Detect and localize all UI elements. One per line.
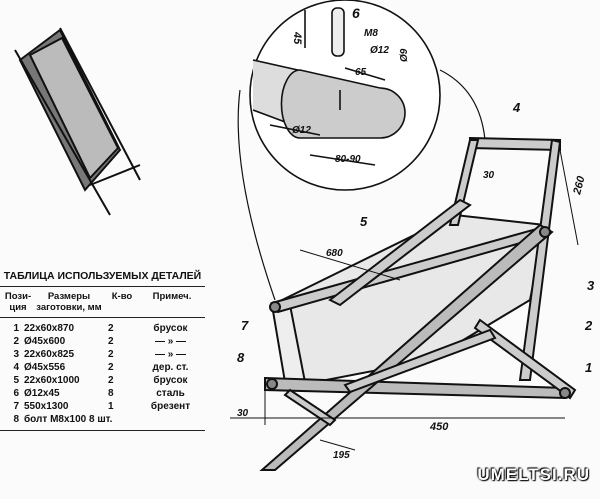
table-row: 4 Ø45x556 2 дер. ст. — [0, 361, 205, 374]
header-position: Пози-ция — [4, 291, 32, 313]
table-row: 8 болт М8х100 8 шт. — [0, 413, 205, 426]
cell-size: 22x60x1000 — [24, 375, 80, 386]
cell-pos: 3 — [13, 349, 19, 360]
dim-d12: Ø12 — [370, 45, 389, 56]
cell-qty: 2 — [108, 349, 114, 360]
cell-size: Ø45x556 — [24, 362, 66, 373]
dim-30-top: 30 — [483, 170, 495, 181]
dim-d9: Ø9 — [399, 48, 410, 62]
cell-qty: 1 — [108, 401, 114, 412]
label-m8: M8 — [364, 28, 378, 39]
label-8: 8 — [237, 350, 245, 365]
label-1: 1 — [585, 360, 592, 375]
table-title: ТАБЛИЦА ИСПОЛЬЗУЕМЫХ ДЕТАЛЕЙ — [3, 270, 202, 282]
dim-260: 260 — [571, 174, 588, 197]
cell-pos: 4 — [13, 362, 19, 373]
cell-pos: 7 — [13, 401, 19, 412]
cell-qty: 8 — [108, 388, 114, 399]
table-row: 6 Ø12x45 8 сталь — [0, 387, 205, 400]
label-7: 7 — [241, 318, 249, 333]
label-4: 4 — [512, 100, 521, 115]
dim-d12-hole: Ø12 — [292, 125, 311, 136]
cell-size: 550x1300 — [24, 401, 69, 412]
table-row: 7 550x1300 1 брезент — [0, 400, 205, 413]
table-row: 5 22x60x1000 2 брусок — [0, 374, 205, 387]
watermark: UMELTSI.RU — [477, 465, 590, 484]
header-note: Примеч. — [152, 291, 192, 302]
cell-pos: 5 — [13, 375, 19, 386]
label-5: 5 — [360, 214, 368, 229]
dimension-lines — [230, 149, 579, 451]
cell-qty: 2 — [108, 362, 114, 373]
cell-qty: 2 — [108, 375, 114, 386]
dim-45: 45 — [291, 31, 303, 45]
cell-note: брезент — [150, 401, 191, 412]
chair — [259, 136, 577, 471]
table-row: 2 Ø45x600 2 — » — — [0, 335, 205, 348]
cell-note: брусок — [153, 375, 188, 386]
cell-size: болт М8х100 8 шт. — [24, 414, 113, 425]
cell-note: дер. ст. — [152, 362, 189, 373]
label-6: 6 — [352, 5, 360, 21]
dim-680: 680 — [326, 248, 343, 259]
dim-80-90: 80-90 — [335, 154, 361, 165]
cell-note: сталь — [156, 388, 185, 399]
cell-pos: 6 — [13, 388, 19, 399]
cell-size: 22x60x825 — [24, 349, 75, 360]
cell-pos: 1 — [13, 323, 19, 334]
cell-size: Ø12x45 — [24, 388, 60, 399]
cell-note: — » — — [154, 336, 187, 347]
table-header: Пози-ция Размеры заготовки, мм К-во Прим… — [0, 291, 205, 313]
cell-qty: 2 — [108, 323, 114, 334]
dim-30-bottom: 30 — [237, 408, 249, 419]
folded-chair-image — [14, 27, 141, 216]
header-qty: К-во — [111, 291, 133, 302]
cell-size: Ø45x600 — [24, 336, 66, 347]
table-row: 3 22x60x825 2 — » — — [0, 348, 205, 361]
label-3: 3 — [587, 278, 595, 293]
label-2: 2 — [584, 318, 593, 333]
cell-size: 22x60x870 — [24, 323, 75, 334]
cell-note: — » — — [154, 349, 187, 360]
dim-450: 450 — [429, 421, 449, 433]
dim-65: 65 — [355, 67, 367, 78]
header-size: Размеры заготовки, мм — [36, 291, 102, 313]
parts-table: ТАБЛИЦА ИСПОЛЬЗУЕМЫХ ДЕТАЛЕЙ Пози-ция Ра… — [0, 270, 205, 435]
dim-195: 195 — [333, 450, 350, 461]
table-row: 1 22x60x870 2 брусок — [0, 322, 205, 335]
cell-pos: 2 — [13, 336, 19, 347]
cell-qty: 2 — [108, 336, 114, 347]
cell-note: брусок — [153, 323, 188, 334]
cell-pos: 8 — [13, 414, 19, 425]
hinge-detail — [237, 0, 486, 301]
